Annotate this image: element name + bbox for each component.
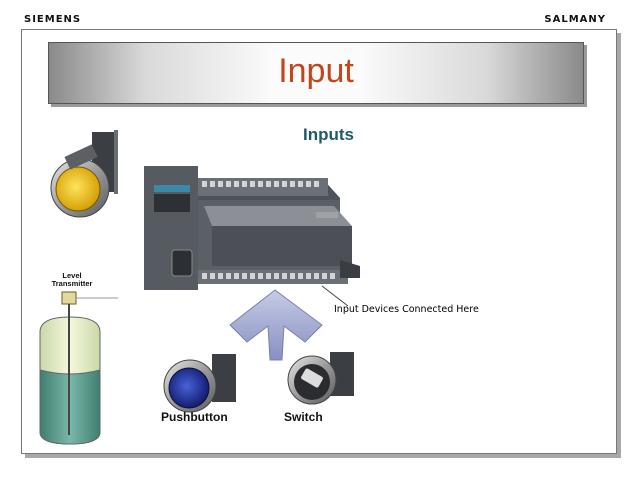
pushbutton-caption: Pushbutton	[161, 410, 228, 424]
liquid-tank-icon	[39, 315, 101, 445]
siemens-logo: SIEMENS	[24, 14, 82, 25]
switch-caption: Switch	[284, 410, 323, 424]
plc-icon	[144, 166, 360, 290]
slide-title: Input	[278, 52, 354, 90]
level-transmitter-label: Level Transmitter	[51, 271, 93, 288]
blue-pushbutton-icon	[163, 354, 236, 413]
slide-frame: Input	[21, 29, 617, 454]
salmany-logo: SALMANY	[544, 14, 606, 25]
annotation-leader-line	[321, 285, 349, 307]
selector-switch-icon	[287, 352, 354, 405]
title-bar: Input	[48, 42, 584, 104]
diagram-heading: Inputs	[303, 125, 354, 144]
diagram-illustration	[39, 130, 360, 445]
up-arrow-icon	[229, 289, 323, 361]
input-devices-annotation: Input Devices Connected Here	[334, 304, 479, 315]
yellow-pushbutton-icon	[50, 130, 118, 218]
